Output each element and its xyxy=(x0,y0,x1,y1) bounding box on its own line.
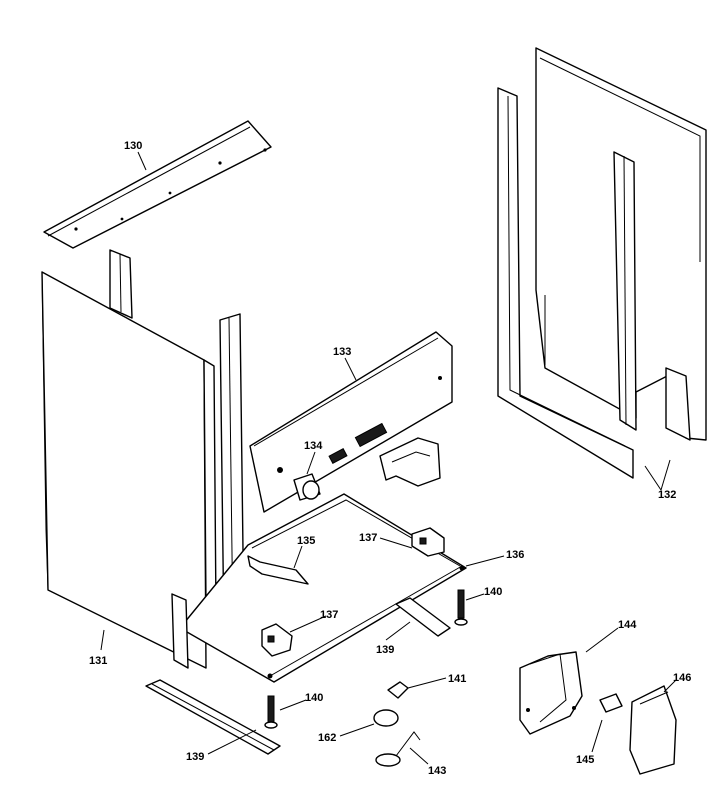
part-135-bracket xyxy=(247,555,309,585)
callout-137-upper: 137 xyxy=(359,532,377,544)
callout-136: 136 xyxy=(506,549,524,561)
part-145-connector xyxy=(599,693,623,713)
callout-146: 146 xyxy=(673,672,691,684)
callout-141: 141 xyxy=(448,673,466,685)
part-143-wire-harness xyxy=(375,731,421,767)
callout-140-left: 140 xyxy=(305,692,323,704)
part-146-cover xyxy=(629,685,677,775)
part-139a-rail xyxy=(395,597,451,637)
part-144-mounting-bracket xyxy=(519,651,583,735)
part-130-top-strip xyxy=(43,120,272,249)
part-140a-screw xyxy=(454,589,468,626)
callout-139-right: 139 xyxy=(376,644,394,656)
part-139b-rail xyxy=(145,679,281,755)
callout-131: 131 xyxy=(89,655,107,667)
part-141-clip xyxy=(387,681,409,699)
part-131-side-panel xyxy=(41,249,245,669)
callout-144: 144 xyxy=(618,619,637,631)
part-134-knob xyxy=(293,473,321,501)
part-162-cap xyxy=(373,709,399,727)
part-140b-screw xyxy=(264,695,278,729)
callout-133: 133 xyxy=(333,346,351,358)
part-137a-hinge xyxy=(411,527,445,557)
callout-132: 132 xyxy=(658,489,676,501)
callout-labels: 130 131 132 133 134 135 136 137 137 139 … xyxy=(89,140,691,777)
callout-137-lower: 137 xyxy=(320,609,338,621)
part-137b-hinge xyxy=(261,623,293,657)
callout-135: 135 xyxy=(297,535,315,547)
leader-lines xyxy=(100,151,677,765)
callout-162: 162 xyxy=(318,732,336,744)
part-duct xyxy=(379,437,441,487)
callout-130: 130 xyxy=(124,140,142,152)
callout-143: 143 xyxy=(428,765,446,777)
callout-140-right: 140 xyxy=(484,586,502,598)
callout-139-left: 139 xyxy=(186,751,204,763)
callout-145: 145 xyxy=(576,754,594,766)
part-133-control-panel xyxy=(249,331,453,513)
part-corner-post xyxy=(171,593,189,669)
part-132-side-frame xyxy=(497,47,707,479)
callout-134: 134 xyxy=(304,440,323,452)
